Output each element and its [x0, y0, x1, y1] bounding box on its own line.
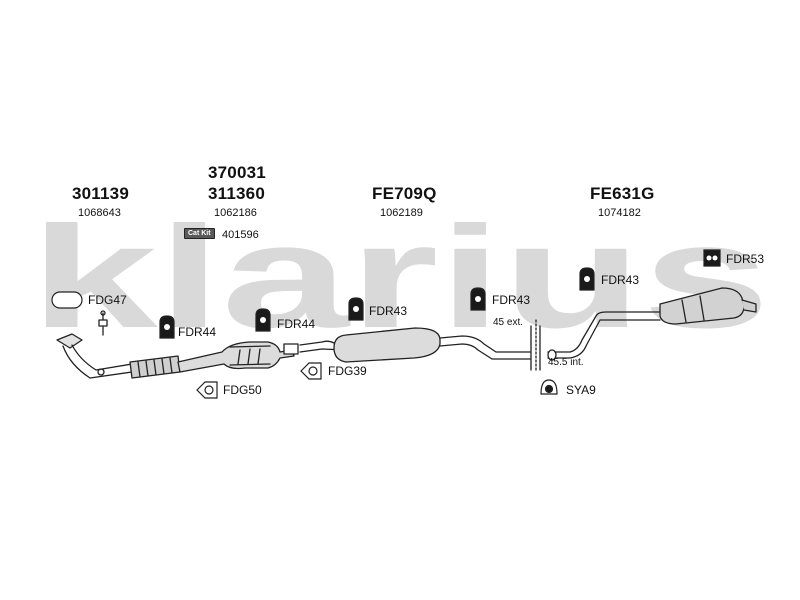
part-number-ref: 1062189 [380, 207, 423, 219]
rubber-hanger-icon [255, 308, 271, 332]
part-number-main: 311360 [208, 184, 265, 203]
label-fdr44: FDR44 [178, 325, 217, 339]
rubber-hanger-icon [470, 287, 486, 311]
part-number-main: 301139 [72, 184, 129, 203]
label-fdg39: FDG39 [328, 364, 367, 378]
flange-clamp-icon [283, 343, 299, 355]
svg-text:klarius: klarius [30, 222, 770, 332]
note-int: 45.5 int. [548, 357, 584, 368]
rear-silencer [547, 287, 757, 361]
label-sya9: SYA9 [566, 383, 596, 397]
part-number-ref: 1068643 [78, 207, 121, 219]
label-fdr43: FDR43 [492, 293, 531, 307]
part-number-ref: 1074182 [598, 207, 641, 219]
rubber-hanger-icon [348, 297, 364, 321]
label-fdr43: FDR43 [601, 273, 640, 287]
klarius-watermark: klarius [30, 222, 770, 332]
label-fdr44: FDR44 [277, 317, 316, 331]
label-fdr43: FDR43 [369, 304, 408, 318]
gasket-icon [51, 291, 83, 309]
lambda-sensor-icon [98, 310, 108, 336]
rubber-hanger-icon [703, 249, 721, 267]
cat-kit-badge: Cat Kit [184, 228, 215, 240]
part-number-main: FE709Q [372, 184, 437, 203]
part-number-main: 370031 [208, 163, 266, 182]
note-ext: 45 ext. [493, 317, 524, 328]
clamp-icon [540, 379, 558, 395]
part-number-ref: 1062186 [214, 207, 257, 219]
label-fdr53: FDR53 [726, 252, 765, 266]
centre-silencer [299, 327, 531, 363]
rubber-hanger-icon [159, 315, 175, 339]
flex-section [129, 355, 181, 379]
label-fdg47: FDG47 [88, 293, 127, 307]
label-fdg50: FDG50 [223, 383, 262, 397]
catalytic-converter [177, 341, 295, 373]
front-pipe [56, 333, 133, 379]
cat-kit-ref: 401596 [222, 229, 259, 241]
rubber-hanger-icon [579, 267, 595, 291]
cat-kit-row: Cat Kit 401596 [184, 225, 259, 243]
ring-gasket-icon [196, 381, 218, 399]
part-number-main: FE631G [590, 184, 655, 203]
cut-marker [530, 319, 541, 373]
ring-gasket-icon [300, 362, 322, 380]
